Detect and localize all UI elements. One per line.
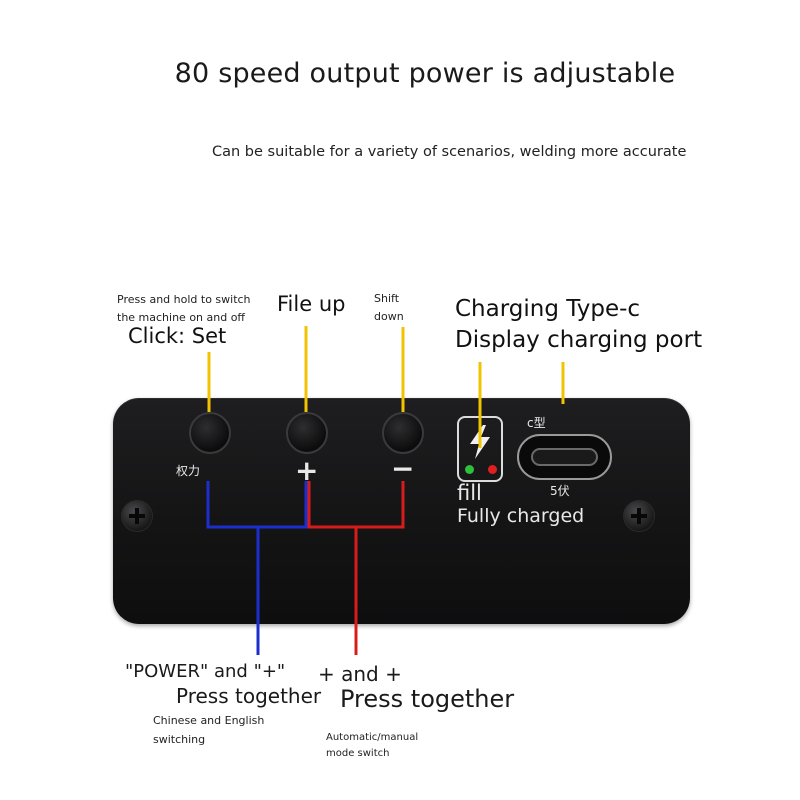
combo2-line-2: Press together bbox=[340, 685, 515, 713]
left-screw-icon bbox=[121, 500, 153, 532]
file-up-label: File up bbox=[277, 292, 346, 316]
combo2-note: Automatic/manual mode switch bbox=[326, 730, 418, 762]
blue-bracket bbox=[206, 481, 308, 529]
charging-port-line-1: Charging Type-c bbox=[455, 296, 641, 322]
page-title: 80 speed output power is adjustable bbox=[174, 58, 676, 89]
combo1-note: Chinese and English switching bbox=[153, 711, 264, 749]
power-hint-line-1: Press and hold to switch bbox=[117, 293, 251, 306]
port-voltage-label: 5伏 bbox=[550, 484, 570, 498]
right-screw-icon bbox=[623, 500, 655, 532]
shift-down-line-2: down bbox=[374, 310, 404, 323]
green-led-icon bbox=[465, 465, 474, 474]
combo2-note-line-2: mode switch bbox=[326, 748, 390, 759]
power-hint-line-2: the machine on and off bbox=[117, 311, 246, 324]
port-type-label: c型 bbox=[527, 416, 546, 430]
power-button-label: 权力 bbox=[176, 464, 201, 478]
usb-c-port-inner bbox=[531, 448, 598, 466]
combo2-note-line-1: Automatic/manual bbox=[326, 732, 419, 743]
combo1-line-2: Press together bbox=[176, 684, 322, 708]
red-led-icon bbox=[488, 465, 497, 474]
plus-button-label: + bbox=[295, 454, 319, 487]
power-hint: Press and hold to switch the machine on … bbox=[117, 291, 251, 327]
combo1-line-1: "POWER" and "+" bbox=[125, 661, 286, 682]
combo1-note-line-2: switching bbox=[153, 733, 206, 746]
charging-port-label: Charging Type-c Display charging port bbox=[455, 294, 702, 356]
shift-down-line-1: Shift bbox=[374, 292, 400, 305]
power-click-label: Click: Set bbox=[128, 324, 227, 348]
status-full-label: Fully charged bbox=[457, 505, 585, 527]
combo2-line-1: + and + bbox=[318, 662, 402, 686]
red-bracket bbox=[307, 481, 405, 529]
minus-button[interactable] bbox=[382, 412, 424, 454]
minus-button-label: − bbox=[391, 452, 415, 485]
power-button[interactable] bbox=[189, 412, 231, 454]
page-subtitle: Can be suitable for a variety of scenari… bbox=[212, 144, 687, 160]
plus-button[interactable] bbox=[286, 412, 328, 454]
status-fill-label: fill bbox=[457, 481, 482, 505]
shift-down-label: Shift down bbox=[374, 290, 404, 326]
combo1-note-line-1: Chinese and English bbox=[153, 714, 265, 727]
charging-port-line-2: Display charging port bbox=[455, 327, 703, 353]
